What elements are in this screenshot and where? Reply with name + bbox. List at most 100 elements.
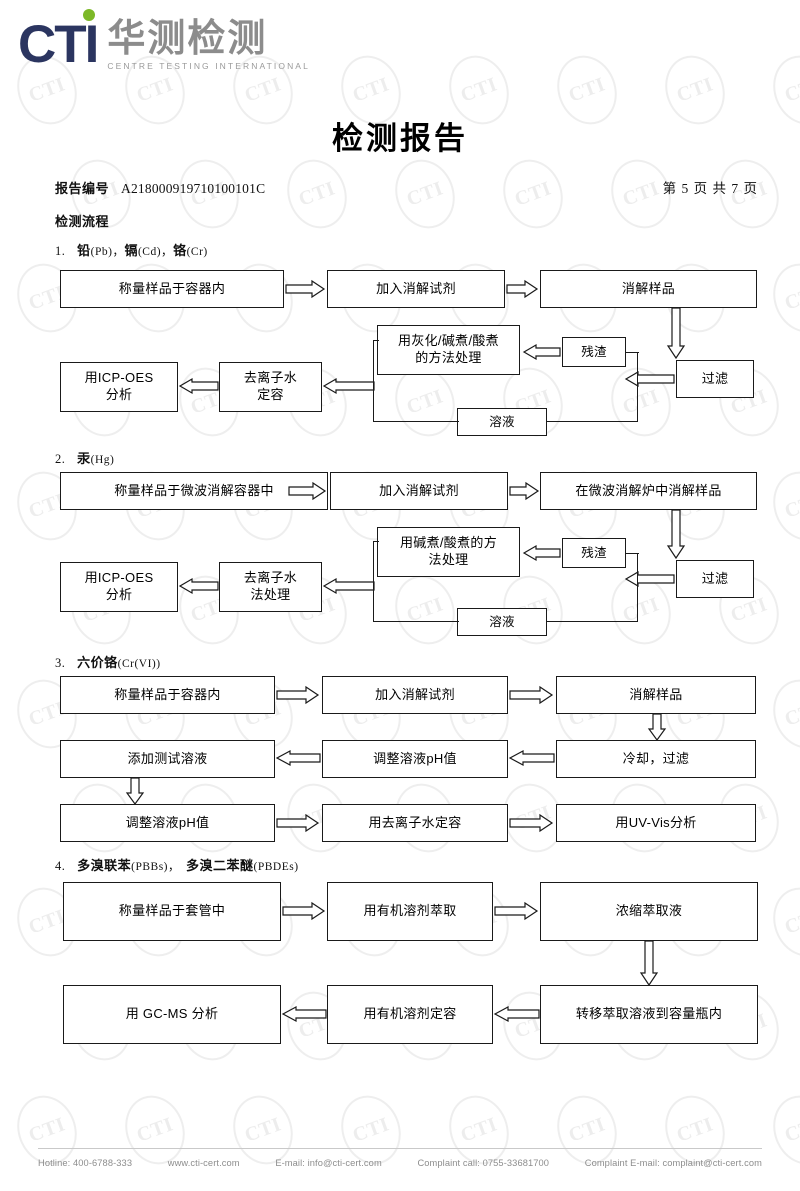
section-heading-2: 2. 汞(Hg) (55, 448, 114, 467)
flow1-arrow-6 (178, 377, 219, 395)
section-2-index: 2. (55, 452, 66, 466)
page-title: 检测报告 (332, 121, 468, 156)
section-heading-4: 4. 多溴联苯(PBBs)，多溴二苯醚(PBDEs) (55, 855, 299, 874)
flow1-conn-h4 (546, 421, 638, 423)
cti-wordmark-text: CTI (18, 15, 99, 74)
flow3-box-9: 用UV-Vis分析 (556, 804, 756, 842)
section-2-name: 汞 (77, 451, 91, 466)
flow1-box-8: 去离子水 定容 (219, 362, 322, 412)
footer-website[interactable]: www.cti-cert.com (167, 1158, 240, 1168)
logo-english-name: CENTRE TESTING INTERNATIONAL (107, 61, 310, 71)
footer-complaint-call: Complaint call: 0755-33681700 (417, 1158, 550, 1168)
page-indicator: 第 5 页 共 7 页 (662, 181, 758, 196)
flow2-box-4: 用碱煮/酸煮的方 法处理 (377, 527, 520, 577)
flow4-box-2: 用有机溶剂萃取 (327, 882, 493, 941)
flow2-box-6: 过滤 (676, 560, 754, 598)
section-heading-3: 3. 六价铬(Cr(VI)) (55, 652, 161, 671)
cti-chinese-block: 华测检测 CENTRE TESTING INTERNATIONAL (107, 19, 310, 71)
flow1-box-1: 称量样品于容器内 (60, 270, 284, 308)
flow1-box-4: 用灰化/碱煮/酸煮 的方法处理 (377, 325, 520, 375)
footer-divider (38, 1148, 762, 1149)
section-1-sub3: (Cr) (186, 246, 208, 258)
flow3-arrow-down-2 (125, 777, 145, 806)
report-number-label: 报告编号 (55, 181, 110, 196)
section-1-sub2: (Cd)， (137, 246, 174, 258)
section-4-name: 多溴联苯 (77, 858, 132, 873)
flow1-arrow-4 (624, 370, 675, 388)
logo-chinese-name: 华测检测 (107, 18, 268, 60)
flow3-arrow-5 (276, 813, 320, 833)
section-1-name: 铅 (77, 243, 91, 258)
flow3-arrow-2 (509, 685, 554, 705)
section-1-name3: 铬 (173, 243, 187, 258)
cti-wordmark: CTI (18, 9, 99, 74)
section-1-sub: (Pb)， (90, 246, 125, 258)
flow1-conn-h3 (625, 352, 639, 354)
footer-hotline: Hotline: 400-6788-333 (38, 1158, 133, 1168)
flow1-arrow-2 (506, 279, 539, 299)
flow1-arrow-down (666, 307, 686, 360)
flow4-box-4: 用 GC-MS 分析 (63, 985, 281, 1044)
flow2-conn-h1 (373, 541, 379, 543)
flow1-arrow-3 (522, 343, 561, 361)
section-4-sub: (PBBs)， (131, 861, 181, 873)
flow2-conn-h3 (625, 553, 639, 555)
flow1-conn-v2 (637, 352, 639, 422)
section-2-sub: (Hg) (90, 454, 115, 466)
flow3-box-3: 消解样品 (556, 676, 756, 714)
flow4-arrow-2 (494, 901, 539, 921)
section-3-sub: (Cr(VI)) (117, 658, 161, 670)
flow1-box-3: 消解样品 (540, 270, 757, 308)
flow3-box-5: 调整溶液pH值 (322, 740, 508, 778)
section-3-name: 六价铬 (77, 655, 118, 670)
flow1-box-9: 溶液 (457, 408, 547, 436)
section-4-name2: 多溴二苯醚 (186, 858, 254, 873)
flow2-arrow-6 (178, 577, 219, 595)
flow3-box-2: 加入消解试剂 (322, 676, 508, 714)
section-3-index: 3. (55, 656, 66, 670)
flow2-box-8: 去离子水 法处理 (219, 562, 322, 612)
flow4-arrow-down (639, 940, 659, 987)
flow3-box-7: 调整溶液pH值 (60, 804, 275, 842)
flow2-box-2: 加入消解试剂 (330, 472, 508, 510)
flow4-arrow-1 (282, 901, 326, 921)
flow4-box-6: 转移萃取溶液到容量瓶内 (540, 985, 758, 1044)
footer-complaint-email[interactable]: Complaint E-mail: complaint@cti-cert.com (584, 1158, 762, 1168)
flow2-box-3: 在微波消解炉中消解样品 (540, 472, 757, 510)
flow3-arrow-4 (508, 749, 555, 767)
flow2-arrow-1 (288, 481, 327, 501)
flow2-conn-h2 (373, 621, 459, 623)
section-4-index: 4. (55, 859, 66, 873)
flow3-arrow-1 (276, 685, 320, 705)
flow2-arrow-4 (624, 570, 675, 588)
flow3-box-1: 称量样品于容器内 (60, 676, 275, 714)
flow-section-title: 检测流程 (55, 214, 110, 229)
flow1-box-7: 用ICP-OES 分析 (60, 362, 178, 412)
report-meta: 报告编号 A218000919710100101C 第 5 页 共 7 页 (55, 177, 758, 197)
flow3-arrow-3 (275, 749, 321, 767)
flow4-box-3: 浓缩萃取液 (540, 882, 758, 941)
flow1-conn-h1 (373, 340, 379, 342)
section-heading-1: 1. 铅(Pb)，镉(Cd)，铬(Cr) (55, 240, 208, 259)
flow2-box-1: 称量样品于微波消解容器中 (60, 472, 328, 510)
flow3-box-8: 用去离子水定容 (322, 804, 508, 842)
footer: Hotline: 400-6788-333 www.cti-cert.com E… (38, 1158, 762, 1168)
flow2-box-7: 用ICP-OES 分析 (60, 562, 178, 612)
flow1-box-6: 过滤 (676, 360, 754, 398)
flow2-arrow-2 (509, 481, 540, 501)
flow4-arrow-4 (493, 1005, 540, 1023)
flow1-conn-h2 (373, 421, 459, 423)
flow2-conn-v1 (373, 541, 375, 622)
flow1-box-2: 加入消解试剂 (327, 270, 505, 308)
flow3-arrow-6 (509, 813, 554, 833)
section-1-name2: 镉 (124, 243, 138, 258)
flow2-arrow-5 (322, 577, 375, 595)
green-dot-icon (83, 9, 96, 21)
flow2-arrow-down (666, 509, 686, 560)
footer-email[interactable]: E-mail: info@cti-cert.com (275, 1158, 382, 1168)
flow2-arrow-3 (522, 544, 561, 562)
flow3-box-4: 添加测试溶液 (60, 740, 275, 778)
flow1-arrow-5 (322, 377, 375, 395)
section-1-index: 1. (55, 244, 66, 258)
